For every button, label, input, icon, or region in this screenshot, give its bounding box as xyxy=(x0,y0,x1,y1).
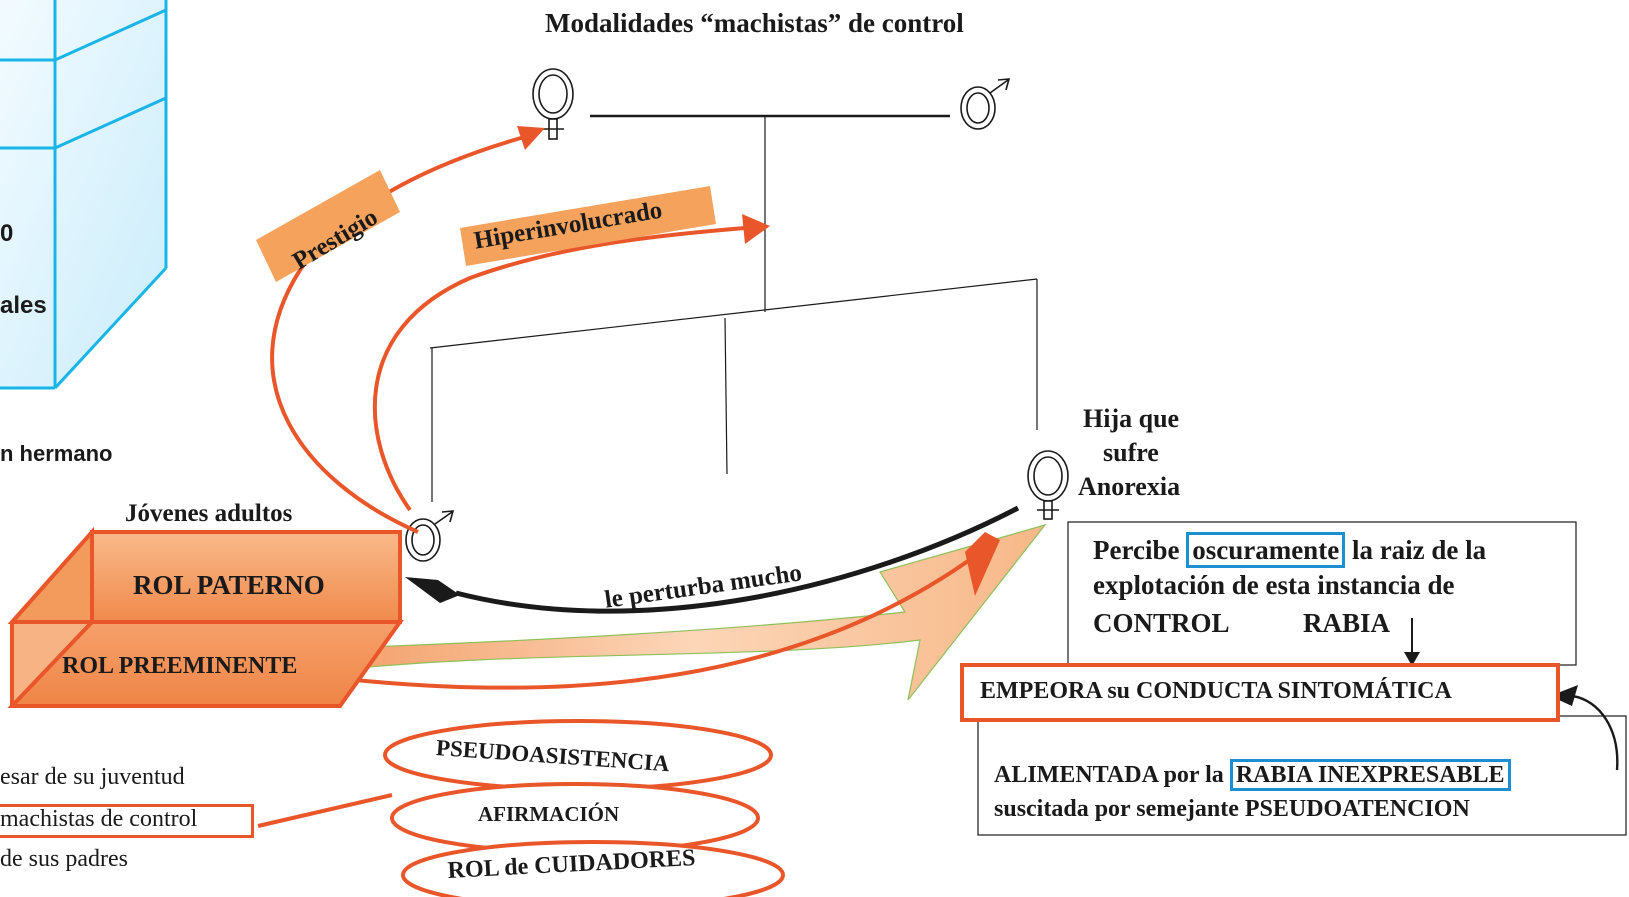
prestigio-label-bg xyxy=(256,170,400,282)
hija-line3: Anorexia xyxy=(1078,472,1181,501)
big-gradient-arrow xyxy=(339,523,1047,701)
orange-inner-arrow xyxy=(354,543,992,690)
alimentada-box xyxy=(977,715,1627,836)
left-panel-caption: n hermano xyxy=(0,441,113,466)
alimentada-line1: ALIMENTADA por la RABIA INEXPRESABLE xyxy=(994,759,1511,791)
feedback-arrow xyxy=(1571,694,1619,771)
bottom-left-line2: machistas de control xyxy=(0,806,198,832)
left-blue-box xyxy=(0,0,168,390)
prestigio-arrow xyxy=(270,132,536,534)
empeora-label: EMPEORA su CONDUCTA SINTOMÁTICA xyxy=(980,678,1452,704)
rol-paterno-label: ROL PATERNO xyxy=(133,570,325,600)
orange-inner-arrowhead xyxy=(965,532,1000,596)
percibe-box xyxy=(1067,521,1577,666)
jovenes-adultos-label: Jóvenes adultos xyxy=(125,500,293,527)
empeora-box xyxy=(960,663,1560,722)
ellipse-connector xyxy=(257,793,393,828)
highlight-rabia-inexpresable: RABIA INEXPRESABLE xyxy=(1229,759,1511,791)
highlight-oscuramente: oscuramente xyxy=(1186,532,1346,568)
left-panel-text: ales xyxy=(0,292,47,319)
bottom-left-line1: esar de su juventud xyxy=(0,764,185,790)
percibe-control: CONTROL xyxy=(1093,608,1230,638)
alimentada-line2: suscitada por semejante PSEUDOATENCION xyxy=(994,796,1470,822)
percibe-line1: Percibe oscuramente la raiz de la xyxy=(1093,532,1487,568)
female-symbol-icon xyxy=(532,68,574,140)
ellipse-cuidadores xyxy=(401,840,785,897)
afirmacion-label: AFIRMACIÓN xyxy=(478,802,620,826)
male-symbol-icon xyxy=(960,78,1011,130)
male-symbol-icon-son xyxy=(405,510,455,562)
rol-preeminente-label: ROL PREEMINENTE xyxy=(62,653,298,679)
le-perturba-arrow xyxy=(455,505,1020,614)
feedback-arrowhead xyxy=(1550,685,1578,706)
rabia-down-arrowhead xyxy=(1404,652,1420,666)
hija-line2: sufre xyxy=(1103,438,1159,467)
orange-3d-box xyxy=(7,526,404,708)
hiperinvolucrado-arrowhead xyxy=(742,214,770,244)
percibe-pre: Percibe xyxy=(1093,535,1180,565)
percibe-rabia: RABIA xyxy=(1303,608,1391,638)
bottom-left-line3: de sus padres xyxy=(0,846,128,872)
left-panel-number: 0 xyxy=(0,220,14,247)
hija-line1: Hija que xyxy=(1083,404,1180,433)
hiperinvolucrado-label-bg xyxy=(460,186,716,266)
diagram-title: Modalidades “machistas” de control xyxy=(545,8,964,38)
bottom-left-highlight-box xyxy=(0,804,254,838)
le-perturba-arrowhead xyxy=(405,577,460,603)
percibe-line2: explotación de esta instancia de xyxy=(1093,570,1455,600)
female-symbol-icon-daughter xyxy=(1027,450,1069,520)
family-tree-lines xyxy=(429,114,1038,502)
percibe-post: la raiz de la xyxy=(1351,535,1487,565)
prestigio-arrowhead xyxy=(517,126,545,150)
alimentada-pre: ALIMENTADA por la xyxy=(994,762,1224,788)
hiperinvolucrado-arrow xyxy=(372,226,746,512)
